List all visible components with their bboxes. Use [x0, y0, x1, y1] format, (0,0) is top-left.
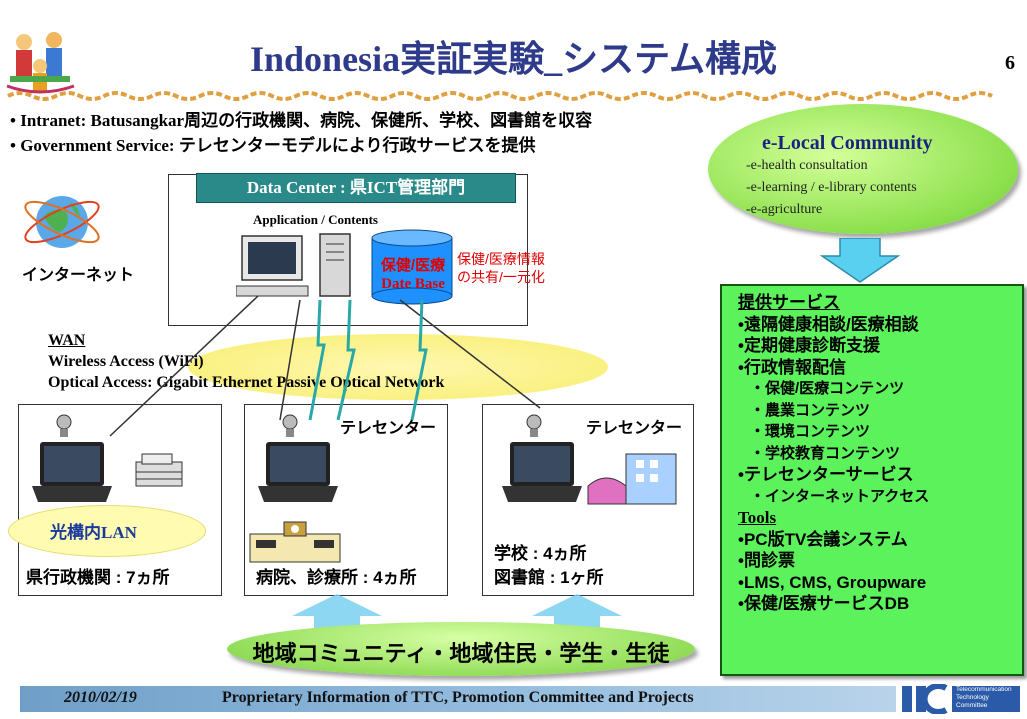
database-icon — [371, 229, 453, 305]
bullet-intranet: Intranet: Batusangkar周辺の行政機関、病院、保健所、学校、図… — [10, 108, 592, 133]
lan-label: 光構内LAN — [50, 523, 137, 542]
database-subtitle: Date Base — [381, 276, 445, 292]
ttc-logo-text: Telecommunication Technology Committee — [956, 686, 1012, 710]
community-item: -e-agriculture — [746, 202, 823, 217]
service-subitem: ・農業コンテンツ — [750, 401, 871, 419]
school-building-icon — [587, 453, 677, 505]
page-number: 6 — [1005, 52, 1015, 74]
service-subitem: ・保健/医療コンテンツ — [750, 380, 905, 397]
telecenter-label: テレセンター — [586, 420, 683, 437]
divider-rope — [7, 91, 993, 101]
services-list: 提供サービス •遠隔健康相談/医療相談 •定期健康診断支援 •行政情報配信 ・保… — [738, 292, 929, 615]
globe-icon — [24, 196, 100, 248]
logo-line: Technology — [956, 694, 989, 701]
laptop-webcam-icon — [258, 414, 338, 502]
hospital-building-icon — [249, 521, 341, 563]
school-site-label: 学校 : 4ヵ所 — [494, 544, 587, 563]
internet-label: インターネット — [22, 267, 135, 284]
library-site-label: 図書館 : 1ヶ所 — [494, 568, 604, 587]
logo-line: Committee — [956, 702, 988, 709]
footer-date: 2010/02/19 — [64, 689, 137, 706]
office-building-icon — [135, 453, 183, 487]
people-illustration — [6, 32, 75, 94]
community-item: -e-health consultation — [746, 158, 868, 173]
hospital-site-label: 病院、診療所 : 4ヵ所 — [256, 568, 417, 587]
page-title: Indonesia実証実験_システム構成 — [250, 39, 777, 79]
logo-line: Telecommunication — [956, 686, 1012, 693]
wan-wireless: Wireless Access (WiFi) — [48, 353, 204, 370]
tools-heading: Tools — [738, 508, 777, 527]
info-line: 保健/医療情報 — [457, 251, 545, 267]
services-heading: 提供サービス — [738, 293, 840, 312]
tool-item: •LMS, CMS, Groupware — [738, 572, 927, 592]
bullet-government: Government Service: テレセンターモデルにより行政サービスを提… — [10, 133, 592, 158]
service-subitem: ・インターネットアクセス — [750, 487, 930, 505]
service-item: •遠隔健康相談/医療相談 — [738, 314, 919, 334]
lan-ellipse — [8, 505, 206, 557]
info-sharing-note: 保健/医療情報 の共有/一元化 — [457, 250, 545, 286]
tool-item: •問診票 — [738, 551, 795, 570]
down-arrow-icon — [820, 238, 900, 283]
tool-item: •PC版TV会議システム — [738, 529, 908, 549]
up-arrow-icon — [532, 594, 622, 628]
service-item: •定期健康診断支援 — [738, 336, 880, 355]
laptop-webcam-icon — [32, 414, 112, 502]
service-item: •テレセンターサービス — [738, 465, 914, 484]
community-title: e-Local Community — [762, 132, 933, 154]
community-bar-label: 地域コミュニティ・地域住民・学生・生徒 — [252, 641, 670, 666]
community-item: -e-learning / e-library contents — [746, 180, 917, 195]
laptop-webcam-icon — [502, 414, 582, 502]
database-title: 保健/医療 — [380, 257, 446, 274]
info-line: の共有/一元化 — [457, 269, 545, 285]
footer-text: Proprietary Information of TTC, Promotio… — [222, 689, 694, 706]
application-label: Application / Contents — [253, 212, 378, 227]
up-arrow-icon — [292, 594, 382, 628]
datacenter-header: Data Center : 県ICT管理部門 — [196, 173, 516, 203]
ttc-logo-icon — [902, 683, 1020, 715]
service-subitem: ・環境コンテンツ — [750, 423, 871, 440]
community-ellipse — [708, 104, 1018, 234]
telecenter-label: テレセンター — [340, 420, 437, 437]
tool-item: •保健/医療サービスDB — [738, 594, 910, 613]
service-item: •行政情報配信 — [738, 357, 846, 377]
wan-title: WAN — [48, 332, 86, 349]
bullet-list: Intranet: Batusangkar周辺の行政機関、病院、保健所、学校、図… — [10, 108, 592, 158]
footer-bar — [20, 686, 896, 712]
community-bar-ellipse — [227, 622, 695, 676]
services-box — [720, 284, 1024, 676]
service-subitem: ・学校教育コンテンツ — [750, 444, 901, 462]
government-site-label: 県行政機関 : 7ヵ所 — [26, 568, 170, 587]
wan-ellipse — [188, 334, 608, 400]
ttc-logo: Telecommunication Technology Committee — [902, 683, 1022, 715]
server-computer-icon — [236, 233, 351, 297]
